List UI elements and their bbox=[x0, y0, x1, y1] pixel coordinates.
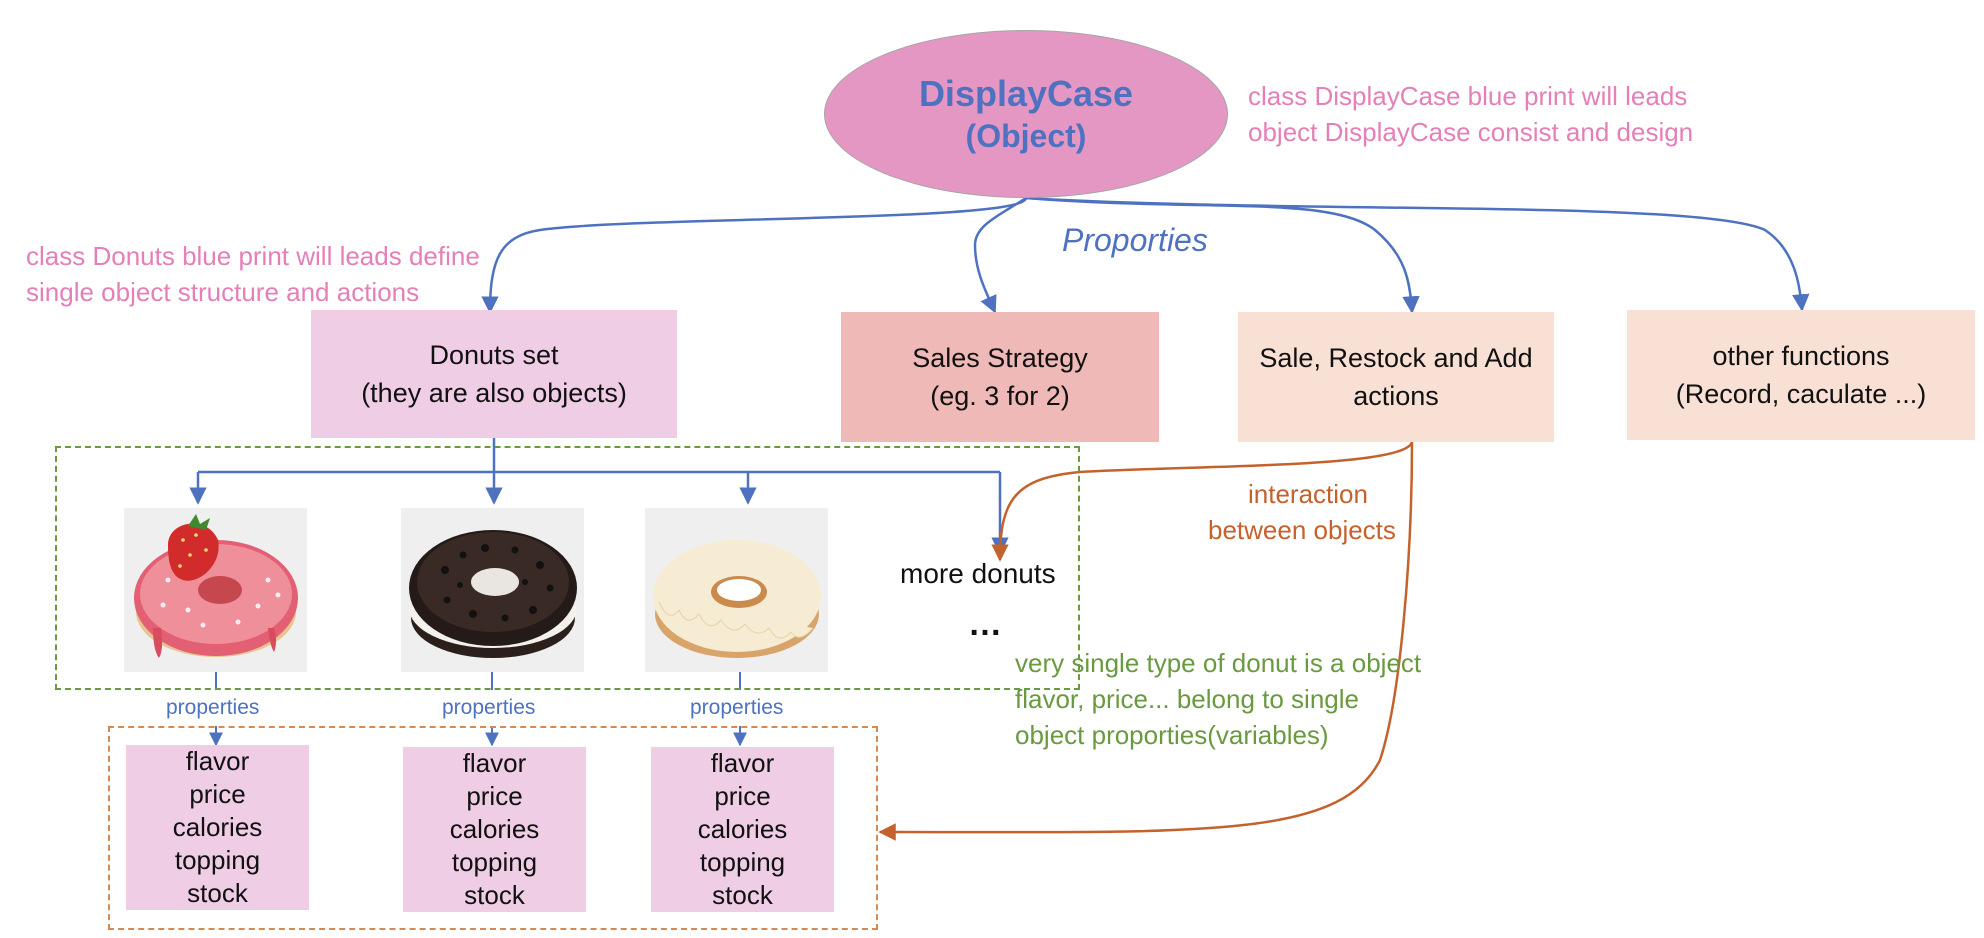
property-calories: calories bbox=[697, 814, 788, 844]
arrow-root-to-donuts bbox=[481, 197, 1028, 314]
single-object-note-line1: very single type of donut is a object bbox=[1015, 648, 1422, 678]
more-donuts-ellipsis: … bbox=[968, 605, 1002, 643]
sales-strategy-title: Sales Strategy bbox=[912, 343, 1088, 373]
property-calories: calories bbox=[172, 812, 263, 842]
other-functions-subtitle: (Record, caculate ...) bbox=[1675, 379, 1927, 409]
property-price: price bbox=[189, 779, 246, 809]
donut-3-properties-box: flavor price calories topping stock bbox=[651, 747, 834, 912]
displaycase-object-node: DisplayCase (Object) bbox=[824, 30, 1228, 198]
interaction-note-line2: between objects bbox=[1208, 515, 1396, 545]
properties-label-1: properties bbox=[166, 696, 260, 719]
donuts-note-line2: single object structure and actions bbox=[26, 277, 420, 307]
strawberry-donut-icon bbox=[124, 508, 307, 672]
interaction-note-line1: interaction bbox=[1248, 479, 1368, 509]
displaycase-title: DisplayCase bbox=[918, 73, 1134, 114]
donuts-note-line1: class Donuts blue print will leads defin… bbox=[26, 241, 480, 271]
vanilla-glazed-donut-icon bbox=[645, 508, 828, 672]
sales-strategy-box: Sales Strategy (eg. 3 for 2) bbox=[841, 312, 1159, 442]
actions-title: Sale, Restock and Add bbox=[1259, 343, 1533, 373]
actions-box: Sale, Restock and Add actions bbox=[1238, 312, 1554, 442]
property-calories: calories bbox=[449, 814, 540, 844]
property-topping: topping bbox=[699, 847, 786, 877]
donut-2-properties-box: flavor price calories topping stock bbox=[403, 747, 586, 912]
displaycase-note-line1: class DisplayCase blue print will leads bbox=[1248, 81, 1688, 111]
donut-1-properties-box: flavor price calories topping stock bbox=[126, 745, 309, 910]
chocolate-cookie-donut-icon bbox=[401, 508, 584, 672]
actions-subtitle: actions bbox=[1353, 381, 1439, 411]
donut-properties-group bbox=[108, 726, 878, 930]
property-flavor: flavor bbox=[710, 748, 775, 778]
property-price: price bbox=[714, 781, 771, 811]
properties-label-3: properties bbox=[690, 696, 784, 719]
displaycase-subtitle: (Object) bbox=[965, 118, 1087, 154]
donuts-set-subtitle: (they are also objects) bbox=[361, 378, 627, 408]
properties-label-2: properties bbox=[442, 696, 536, 719]
property-flavor: flavor bbox=[185, 746, 250, 776]
donuts-set-title: Donuts set bbox=[429, 340, 559, 370]
proporties-label: Proporties bbox=[1062, 222, 1208, 258]
property-stock: stock bbox=[187, 878, 248, 908]
single-object-note-line3: object proporties(variables) bbox=[1015, 720, 1329, 750]
more-donuts-label: more donuts bbox=[900, 558, 1056, 589]
property-topping: topping bbox=[174, 845, 261, 875]
donut-objects-group bbox=[55, 446, 1080, 690]
property-flavor: flavor bbox=[462, 748, 527, 778]
sales-strategy-subtitle: (eg. 3 for 2) bbox=[930, 381, 1070, 411]
property-topping: topping bbox=[451, 847, 538, 877]
property-price: price bbox=[466, 781, 523, 811]
other-functions-title: other functions bbox=[1712, 341, 1890, 371]
property-stock: stock bbox=[712, 880, 773, 910]
donuts-set-box: Donuts set (they are also objects) bbox=[311, 310, 677, 438]
displaycase-note-line2: object DisplayCase consist and design bbox=[1248, 117, 1694, 147]
property-stock: stock bbox=[464, 880, 525, 910]
arrow-root-to-sales bbox=[973, 196, 1027, 314]
other-functions-box: other functions (Record, caculate ...) bbox=[1627, 310, 1975, 440]
